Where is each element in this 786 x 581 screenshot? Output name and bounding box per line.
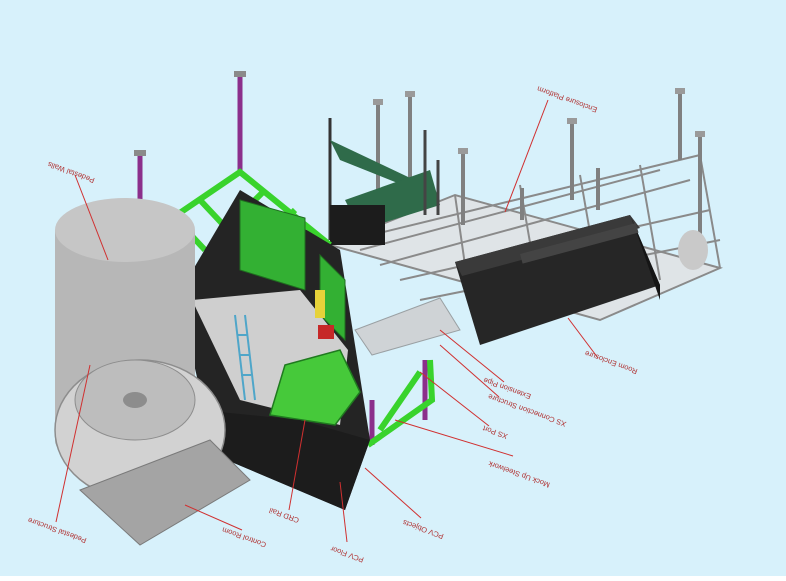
mock-up-steelwork-bottom: [366, 359, 436, 448]
red-object: [318, 325, 334, 339]
pcv-floor-plate: [269, 349, 361, 426]
platform-column-caps: [373, 88, 705, 154]
leader-lines: [55, 99, 599, 543]
room-enclosure: [455, 215, 660, 345]
extension-pipe: [354, 297, 461, 356]
column-cap-left: [134, 150, 146, 156]
yellow-object: [315, 290, 325, 318]
column-cap-top: [234, 71, 246, 77]
control-room-slab: [79, 439, 251, 546]
interior-wall-panels: [239, 199, 346, 342]
stairway-structure: [328, 118, 440, 245]
platform-end-plate: [678, 230, 708, 270]
crd-rail-ladder: [234, 314, 256, 401]
building-base: [200, 410, 370, 510]
